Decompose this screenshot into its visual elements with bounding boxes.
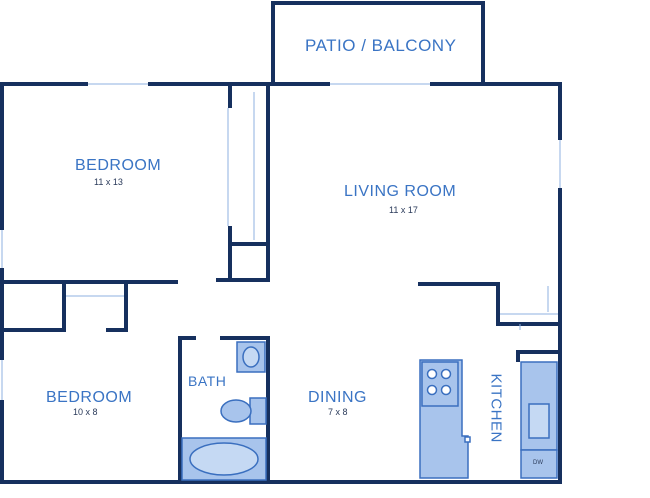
- toilet-tank: [249, 397, 267, 425]
- living-room-size: 11 x 17: [389, 205, 418, 215]
- counter-knob-icon: [464, 436, 471, 443]
- kitchen-label: KITCHEN: [487, 373, 505, 443]
- closet-doors: [66, 92, 558, 330]
- dishwasher-label: DW: [533, 460, 543, 466]
- tub-basin-icon: [189, 442, 259, 476]
- sink-basin-icon: [242, 346, 260, 368]
- bath-fixtures: [181, 341, 267, 481]
- dining-size: 7 x 8: [328, 407, 348, 417]
- bedroom-2-size: 10 x 8: [73, 407, 98, 417]
- dishwasher: [520, 449, 558, 479]
- burner-icon: [440, 368, 452, 380]
- windows: [0, 81, 563, 400]
- burner-icon: [426, 384, 438, 396]
- dining-label: DINING: [308, 389, 367, 406]
- kitchen-fixtures: [419, 359, 558, 479]
- bedroom-1-label: BEDROOM: [75, 157, 162, 174]
- toilet-bowl-icon: [220, 399, 252, 423]
- bedroom-2-label: BEDROOM: [46, 389, 133, 406]
- living-room-label: LIVING ROOM: [344, 183, 457, 200]
- burner-icon: [440, 384, 452, 396]
- interior-walls: [2, 84, 560, 482]
- bath-label: BATH: [188, 373, 227, 389]
- patio-label: PATIO / BALCONY: [305, 36, 457, 55]
- burner-icon: [426, 368, 438, 380]
- bedroom-1-size: 11 x 13: [94, 177, 123, 187]
- stove: [421, 361, 459, 407]
- fridge-panel-icon: [528, 403, 550, 439]
- patio-outline: [271, 1, 485, 82]
